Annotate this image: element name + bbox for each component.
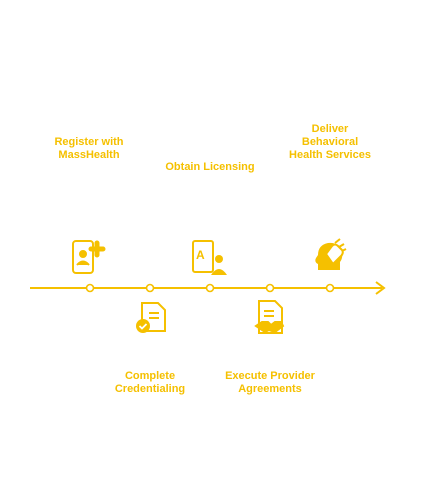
timeline-node-3 xyxy=(205,283,215,293)
phone-add-user-icon xyxy=(72,240,106,274)
timeline-node-2 xyxy=(145,283,155,293)
svg-text:A: A xyxy=(196,248,205,262)
timeline-node-4 xyxy=(265,283,275,293)
document-check-icon xyxy=(136,302,166,333)
step-label-register: Register with MassHealth xyxy=(54,136,124,161)
step-label-agreements: Execute Provider Agreements xyxy=(225,370,315,395)
step-label-credentialing: Complete Credentialing xyxy=(114,370,186,395)
timeline-node-5 xyxy=(325,283,335,293)
document-handshake-icon xyxy=(254,300,285,334)
timeline-node-1 xyxy=(85,283,95,293)
head-care-icon xyxy=(315,238,347,270)
step-label-deliver: Deliver Behavioral Health Services xyxy=(289,123,371,161)
timeline-arrowhead xyxy=(375,281,386,295)
license-user-icon: A xyxy=(192,240,227,275)
step-label-licensing: Obtain Licensing xyxy=(165,161,255,173)
